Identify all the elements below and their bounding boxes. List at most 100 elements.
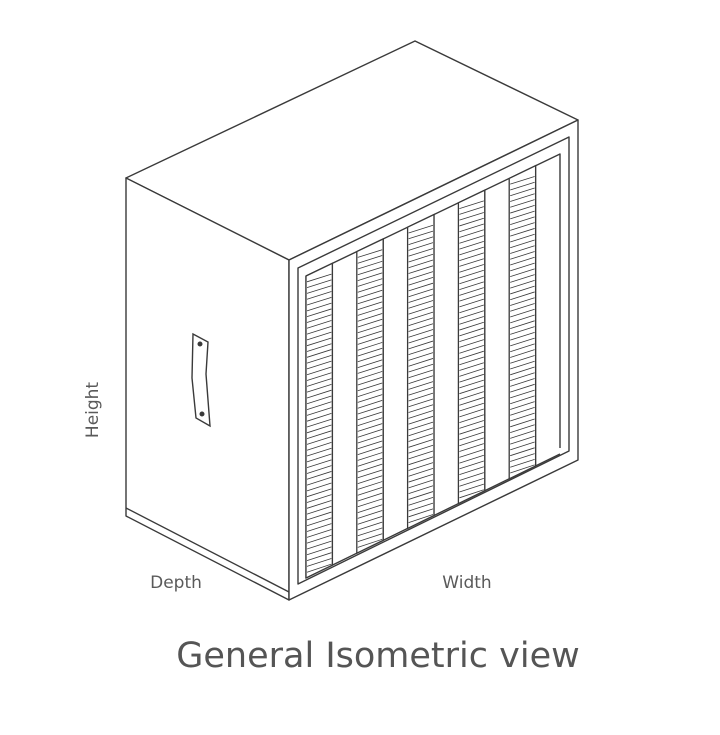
- pleat-line: [510, 447, 535, 457]
- pleat-line: [357, 307, 383, 316]
- pleat-line: [408, 462, 434, 471]
- pleat-line: [459, 333, 484, 343]
- pleat-line: [357, 255, 383, 264]
- pleat-line: [408, 259, 434, 269]
- pleat-line: [357, 521, 383, 531]
- pleat-line: [510, 222, 535, 231]
- pleat-line: [357, 440, 383, 450]
- pleat-line: [408, 491, 434, 500]
- pleat-line: [459, 264, 484, 273]
- pleat-line: [357, 411, 383, 421]
- pleat-line: [459, 368, 484, 377]
- pleat-line: [306, 401, 332, 410]
- pleat-line: [306, 279, 332, 288]
- pleat-line: [357, 481, 383, 490]
- pleat-line: [408, 381, 434, 390]
- pleat-line: [408, 311, 434, 321]
- pleat-line: [357, 394, 383, 403]
- pleat-line: [357, 284, 383, 293]
- pleat-line: [306, 384, 332, 393]
- pleat-line: [357, 365, 383, 374]
- pleat-line: [408, 230, 434, 240]
- width-label: Width: [442, 573, 491, 593]
- pleat-line: [306, 424, 332, 434]
- pleat-line: [510, 199, 535, 208]
- pleat-line: [306, 442, 332, 451]
- housing-side-bottom-edge: [125, 507, 290, 593]
- pleat-line: [408, 502, 434, 512]
- pleat-line: [357, 486, 383, 496]
- pleat-line: [408, 352, 434, 361]
- pleat-line: [408, 398, 434, 408]
- pleat-line: [459, 316, 484, 325]
- pleat-line: [357, 342, 383, 351]
- pleat-line: [408, 253, 434, 263]
- pocket: [305, 262, 334, 580]
- pleat-line: [510, 187, 535, 197]
- pleat-line: [357, 295, 383, 305]
- pleat-line: [306, 349, 332, 358]
- pleat-line: [510, 458, 535, 468]
- pleat-line: [306, 494, 332, 503]
- pleat-line: [510, 435, 535, 445]
- pleat-line: [306, 372, 332, 381]
- pleat-line: [306, 546, 332, 556]
- pleat-line: [357, 330, 383, 339]
- pleat-line: [408, 358, 434, 367]
- pleat-line: [357, 527, 383, 537]
- pleat-line: [408, 236, 434, 245]
- pleat-line: [459, 304, 484, 314]
- pleat-line: [306, 413, 332, 422]
- pleat-line: [459, 258, 484, 267]
- pleat-line: [408, 427, 434, 437]
- pleat-line: [357, 301, 383, 310]
- pleat-line: [510, 383, 535, 393]
- pleat-line: [510, 193, 535, 202]
- pleat-line: [357, 498, 383, 508]
- pleat-line: [510, 464, 535, 474]
- pleat-line: [510, 268, 535, 277]
- pleat-line: [357, 475, 383, 484]
- pleat-line: [306, 500, 332, 509]
- pleat-line: [357, 429, 383, 438]
- pleat-line: [510, 360, 535, 370]
- pleat-line: [306, 552, 332, 561]
- pocket: [457, 189, 486, 505]
- pleat-line: [306, 337, 332, 347]
- pleat-line: [408, 485, 434, 495]
- pleat-line: [306, 511, 332, 521]
- pleat-line: [306, 378, 332, 387]
- pleat-line: [459, 397, 484, 406]
- pleat-line: [408, 473, 434, 483]
- pleat-line: [459, 281, 484, 290]
- pleat-line: [510, 320, 535, 329]
- pleat-line: [306, 395, 332, 405]
- pleat-line: [459, 454, 484, 464]
- pleat-line: [459, 385, 484, 395]
- pleat-line: [459, 472, 484, 481]
- pleat-line: [408, 415, 434, 425]
- pleat-line: [357, 249, 383, 258]
- pleat-line: [306, 343, 332, 352]
- pleat-line: [510, 424, 535, 433]
- pleat-line: [408, 375, 434, 384]
- pleat-line: [408, 456, 434, 466]
- pleat-line: [408, 334, 434, 344]
- pleat-line: [306, 476, 332, 486]
- pleat-line: [459, 489, 484, 499]
- pleat-line: [459, 229, 484, 238]
- pleat-line: [459, 477, 484, 487]
- pleat-line: [306, 453, 332, 463]
- pleat-line: [510, 210, 535, 220]
- pleat-line: [306, 488, 332, 498]
- handle: [191, 332, 211, 428]
- pleat-line: [459, 414, 484, 423]
- pleat-line: [510, 181, 535, 191]
- pleat-line: [459, 460, 484, 470]
- pleat-line: [408, 323, 434, 332]
- pleat-line: [408, 404, 434, 413]
- pleat-line: [459, 269, 484, 279]
- pleat-line: [459, 212, 484, 221]
- pleat-line: [510, 418, 535, 428]
- pleat-line: [408, 294, 434, 303]
